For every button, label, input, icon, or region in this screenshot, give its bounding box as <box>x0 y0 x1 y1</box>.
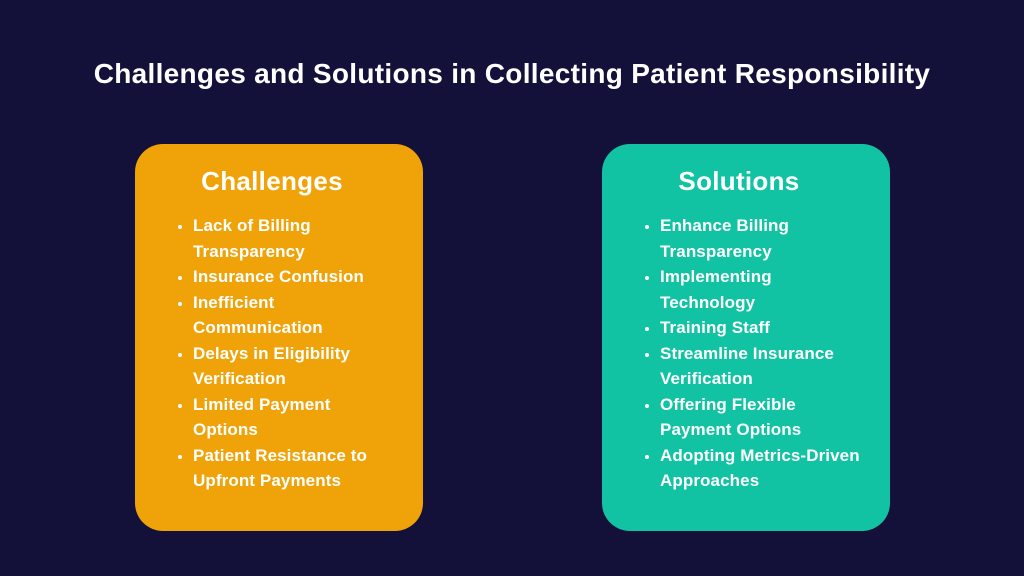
list-item: Delays in Eligibility Verification <box>193 341 395 392</box>
list-item: Inefficient Communication <box>193 290 395 341</box>
list-item: Offering Flexible Payment Options <box>660 392 862 443</box>
list-item: Lack of Billing Transparency <box>193 213 395 264</box>
challenges-list: Lack of Billing Transparency Insurance C… <box>135 213 395 494</box>
list-item: Patient Resistance to Upfront Payments <box>193 443 395 494</box>
solutions-card: Solutions Enhance Billing Transparency I… <box>602 144 890 531</box>
list-item: Adopting Metrics-Driven Approaches <box>660 443 862 494</box>
list-item: Streamline Insurance Verification <box>660 341 862 392</box>
page-title: Challenges and Solutions in Collecting P… <box>93 58 931 89</box>
solutions-card-title: Solutions <box>678 166 800 196</box>
list-item: Training Staff <box>660 315 862 341</box>
challenges-card-title: Challenges <box>201 166 343 196</box>
list-item: Implementing Technology <box>660 264 862 315</box>
list-item: Limited Payment Options <box>193 392 395 443</box>
list-item: Enhance Billing Transparency <box>660 213 862 264</box>
solutions-list: Enhance Billing Transparency Implementin… <box>602 213 862 494</box>
list-item: Insurance Confusion <box>193 264 395 290</box>
challenges-card: Challenges Lack of Billing Transparency … <box>135 144 423 531</box>
